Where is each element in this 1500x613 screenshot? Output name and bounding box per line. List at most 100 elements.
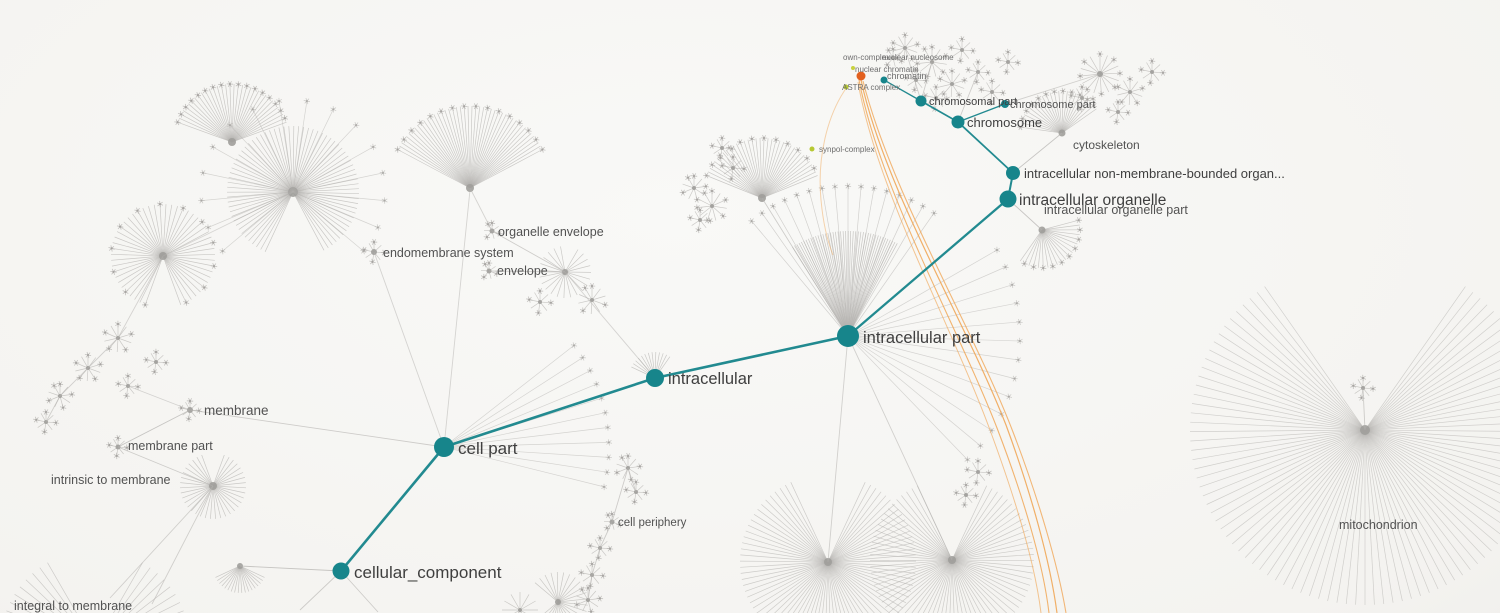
pie-bottom-center bbox=[739, 482, 917, 613]
cluster-organelle-part bbox=[1019, 217, 1084, 272]
leaf-cluster bbox=[106, 434, 131, 460]
label-intracellular[interactable]: intracellular bbox=[668, 370, 753, 388]
cluster-bottom-small bbox=[534, 571, 588, 613]
label-chromosome-part[interactable]: chromosome part bbox=[1010, 99, 1096, 111]
leaf-cluster bbox=[578, 560, 607, 590]
leaf-cluster bbox=[115, 372, 141, 399]
leaf-cluster bbox=[953, 481, 980, 508]
cluster-hub-node bbox=[990, 90, 994, 94]
node-chromosome[interactable] bbox=[951, 115, 965, 129]
label-membrane-part[interactable]: membrane part bbox=[128, 439, 213, 453]
node-cell-part[interactable] bbox=[434, 437, 454, 457]
cluster-hub-node bbox=[154, 360, 158, 364]
cluster-upper-left-large bbox=[226, 125, 360, 252]
cluster-hub-node bbox=[710, 204, 714, 208]
leaf-cluster bbox=[679, 172, 710, 203]
leaf-cluster bbox=[978, 77, 1007, 107]
label-endomembrane-system[interactable]: endomembrane system bbox=[383, 246, 514, 260]
node-chromatin[interactable] bbox=[880, 76, 888, 84]
leaf-cluster bbox=[623, 478, 650, 506]
pie-bottom-center-2 bbox=[869, 485, 1035, 613]
leaf-cluster bbox=[361, 238, 388, 266]
leaf-cluster bbox=[578, 283, 609, 315]
highlight-path-edges bbox=[339, 79, 1014, 572]
leaf-cluster bbox=[922, 83, 950, 112]
leaf-cluster bbox=[913, 43, 949, 80]
cluster-hub-node bbox=[1116, 110, 1120, 114]
cluster-hub-node bbox=[228, 138, 236, 146]
label-cytoskeleton[interactable]: cytoskeleton bbox=[1073, 138, 1140, 152]
cluster-hub-node bbox=[1150, 70, 1154, 74]
leaf-cluster bbox=[573, 585, 604, 613]
cluster-mitochondrion bbox=[1189, 286, 1500, 605]
cluster-hub-node bbox=[720, 146, 724, 150]
leaf-cluster bbox=[687, 206, 714, 234]
label-chromosome[interactable]: chromosome bbox=[967, 115, 1042, 130]
label-membrane[interactable]: membrane bbox=[204, 403, 269, 418]
leaf-cluster bbox=[883, 45, 905, 68]
cluster-hub-node bbox=[950, 82, 954, 86]
label-organelle-envelope[interactable]: organelle envelope bbox=[498, 225, 604, 239]
node-intracellular-organelle[interactable] bbox=[999, 190, 1017, 208]
label-synpol-complex: synpol-complex bbox=[819, 145, 875, 154]
label-intrinsic-to-membrane[interactable]: intrinsic to membrane bbox=[51, 473, 171, 487]
cluster-hub-node bbox=[891, 56, 895, 60]
leaf-cluster bbox=[1114, 75, 1146, 107]
node-green-complex-3[interactable] bbox=[851, 66, 855, 70]
leaf-cluster bbox=[613, 452, 644, 483]
cluster-left bbox=[108, 200, 218, 308]
leaf-cluster bbox=[502, 592, 538, 613]
label-astra-complex: ASTRA complex bbox=[842, 83, 900, 92]
leaf-cluster bbox=[709, 134, 736, 162]
leaf-cluster bbox=[1105, 99, 1132, 126]
label-cell-part[interactable]: cell part bbox=[458, 439, 518, 458]
node-chromosome-part[interactable] bbox=[1001, 100, 1009, 108]
cluster-hub-node bbox=[590, 298, 594, 302]
leaf-cluster bbox=[936, 67, 968, 99]
label-own-complex: own-complex bbox=[843, 53, 890, 62]
intracellular-part-wedge-outer bbox=[748, 182, 938, 337]
cluster-hub-node bbox=[538, 300, 542, 304]
cluster-hub-node bbox=[731, 166, 735, 170]
label-envelope[interactable]: envelope bbox=[497, 264, 548, 278]
label-mitochondrion[interactable]: mitochondrion bbox=[1339, 518, 1418, 532]
label-nuclear-nucleosome: nuclear nucleosome bbox=[882, 53, 954, 62]
cluster-hub-node bbox=[555, 599, 561, 605]
cluster-envelope-east bbox=[539, 246, 592, 299]
cluster-hub-node bbox=[1128, 90, 1132, 94]
node-intracellular-part[interactable] bbox=[837, 325, 859, 347]
label-cell-periphery[interactable]: cell periphery bbox=[618, 517, 687, 529]
node-green-complex-1[interactable] bbox=[843, 84, 849, 90]
label-intracellular-part[interactable]: intracellular part bbox=[863, 329, 981, 347]
cluster-top-left bbox=[174, 81, 289, 146]
node-intracellular[interactable] bbox=[646, 369, 664, 387]
label-integral-to-membrane[interactable]: integral to membrane bbox=[14, 599, 132, 613]
cluster-hub-node bbox=[960, 48, 964, 52]
cluster-bottom-left bbox=[6, 562, 184, 613]
label-intracellular-non-membrane-bounded-organ[interactable]: intracellular non-membrane-bounded organ… bbox=[1024, 166, 1285, 181]
node-cellular-component[interactable] bbox=[332, 562, 350, 580]
leaf-cluster bbox=[719, 154, 748, 182]
intracellular-part-wedge bbox=[792, 230, 898, 337]
node-intracellular-nmb-organelle[interactable] bbox=[1006, 166, 1020, 180]
leaf-cluster bbox=[948, 35, 977, 65]
label-nuclear-chromatin: nuclear chromatin bbox=[855, 65, 919, 74]
cell-part-children bbox=[443, 342, 613, 491]
node-chromosomal-part[interactable] bbox=[915, 95, 927, 107]
label-chromosomal-part[interactable]: chromosomal part bbox=[929, 96, 1017, 108]
cluster-hub-node bbox=[964, 493, 968, 497]
cluster-hub-node bbox=[518, 608, 522, 612]
node-chromatin-highlight[interactable] bbox=[856, 71, 866, 81]
leaf-cluster bbox=[1138, 57, 1167, 87]
cluster-upper-left-outer bbox=[198, 97, 388, 255]
leaf-cluster bbox=[693, 187, 729, 224]
orange-link-bundle bbox=[819, 79, 1067, 613]
node-green-complex-2[interactable] bbox=[809, 146, 815, 152]
leaf-cluster bbox=[889, 31, 921, 63]
label-intracellular-organelle-part[interactable]: intracellular organelle part bbox=[1044, 203, 1188, 217]
label-intracellular-organelle[interactable]: intracellular organelle bbox=[1019, 192, 1166, 209]
label-cellular-component[interactable]: cellular_component bbox=[354, 563, 502, 582]
cluster-hub-node bbox=[934, 96, 938, 100]
